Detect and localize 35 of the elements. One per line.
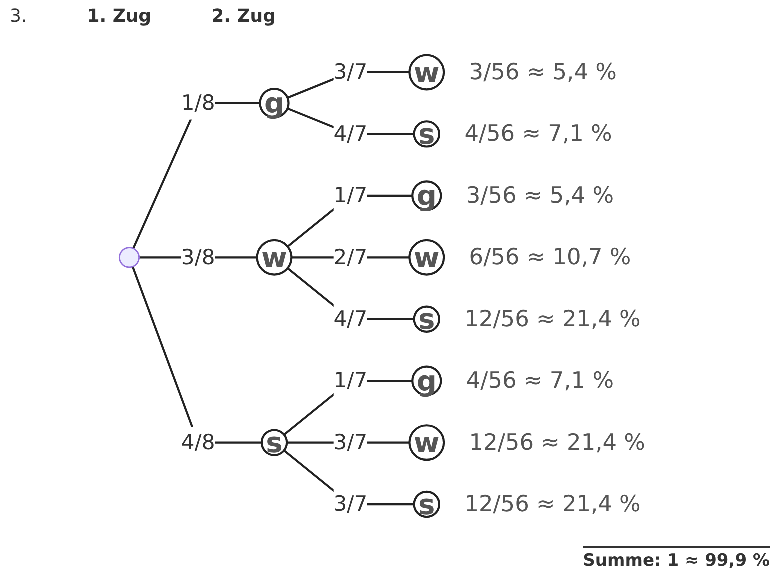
sum-total: Summe: 1 ≈ 99,9 % xyxy=(583,546,770,571)
node-label: 12/56 ≈ 21,4 % xyxy=(464,490,641,518)
node-circle: w xyxy=(408,239,446,276)
node-circle: g xyxy=(412,366,442,396)
node-label: 6/56 ≈ 10,7 % xyxy=(469,244,632,270)
node-circle: w xyxy=(408,424,446,462)
node-circle: s xyxy=(413,120,440,148)
task-number: 3. xyxy=(10,6,28,29)
edge-label: 2/7 xyxy=(334,244,368,270)
column-heading: 1. Zug xyxy=(87,6,152,29)
edge-label: 4/8 xyxy=(181,430,216,456)
node-label: 12/56 ≈ 21,4 % xyxy=(469,428,646,456)
node-circle: g xyxy=(259,88,290,119)
edge-label: 1/7 xyxy=(334,182,368,208)
node-circle: s xyxy=(413,306,440,333)
edge-label: 1/8 xyxy=(181,90,216,116)
edge-label: 1/7 xyxy=(334,368,368,394)
column-heading: 2. Zug xyxy=(212,6,276,29)
node-label: 3/56 ≈ 5,4 % xyxy=(466,182,614,209)
node-point xyxy=(118,247,140,268)
edge-label: 3/7 xyxy=(334,492,368,517)
node-label: 12/56 ≈ 21,4 % xyxy=(464,305,641,332)
edge-label: 4/7 xyxy=(334,121,368,146)
edge-label: 4/7 xyxy=(334,306,368,332)
edge-label: 3/7 xyxy=(334,59,368,85)
node-circle: s xyxy=(413,490,440,518)
edge-label: 3/8 xyxy=(181,244,216,270)
node-circle: s xyxy=(260,429,288,456)
node-label: 4/56 ≈ 7,1 % xyxy=(466,367,614,394)
node-label: 4/56 ≈ 7,1 % xyxy=(464,120,612,147)
node-label: 3/56 ≈ 5,4 % xyxy=(469,58,617,86)
node-circle: w xyxy=(408,54,446,91)
node-circle: g xyxy=(412,180,442,212)
edge-label: 3/7 xyxy=(334,430,368,456)
node-circle: w xyxy=(256,239,293,276)
